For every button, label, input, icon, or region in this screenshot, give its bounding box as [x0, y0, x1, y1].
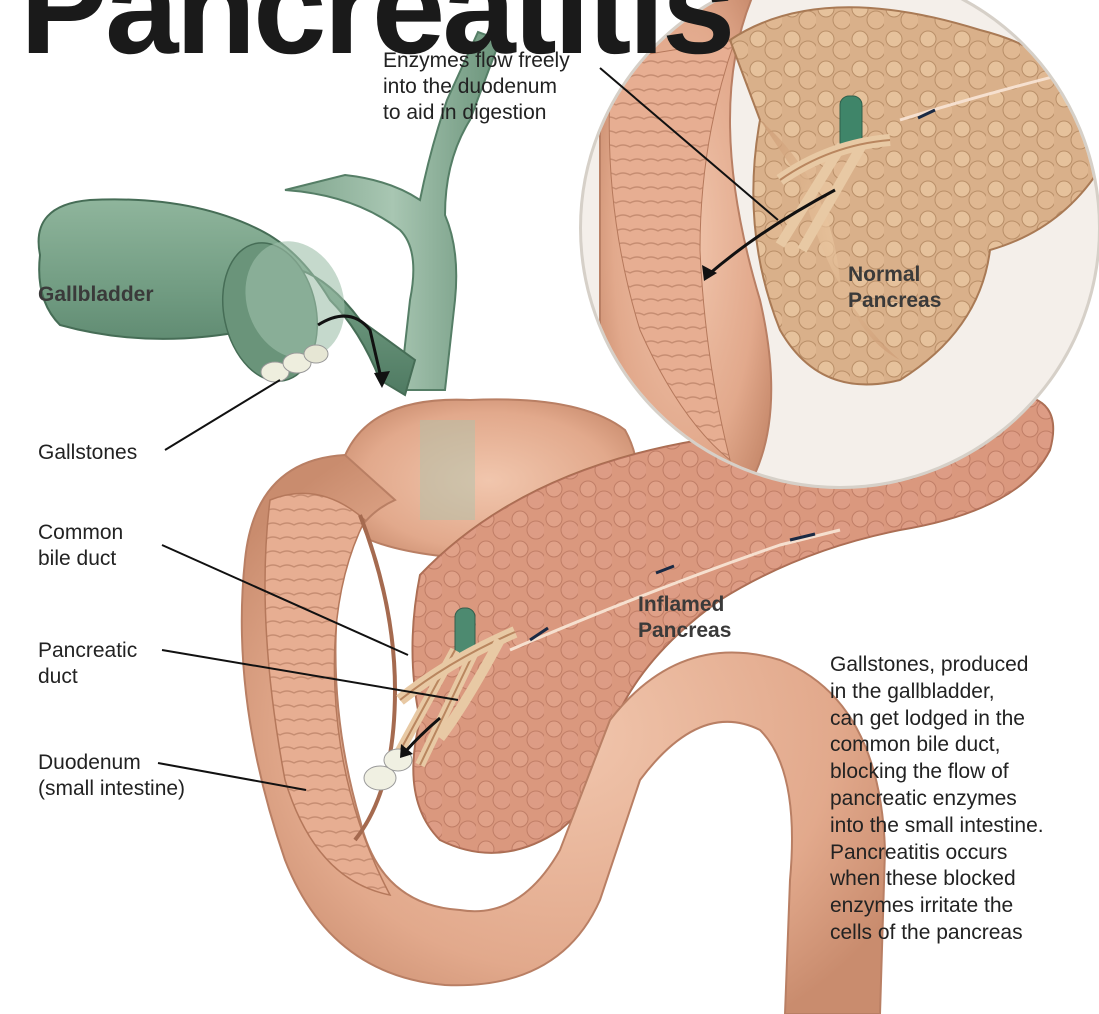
normal-pancreas-label: Normal Pancreas — [848, 262, 941, 314]
explanation-caption: Gallstones, produced in the gallbladder,… — [830, 652, 1099, 947]
gallbladder-label: Gallbladder — [38, 282, 154, 308]
enzymes-flow-label: Enzymes flow freely into the duodenum to… — [383, 48, 570, 126]
pancreatic-duct-label: Pancreatic duct — [38, 638, 137, 690]
duodenum-label: Duodenum (small intestine) — [38, 750, 185, 802]
gallstones-label: Gallstones — [38, 440, 137, 466]
inflamed-pancreas-label: Inflamed Pancreas — [638, 592, 731, 644]
common-bile-duct-label: Common bile duct — [38, 520, 123, 572]
